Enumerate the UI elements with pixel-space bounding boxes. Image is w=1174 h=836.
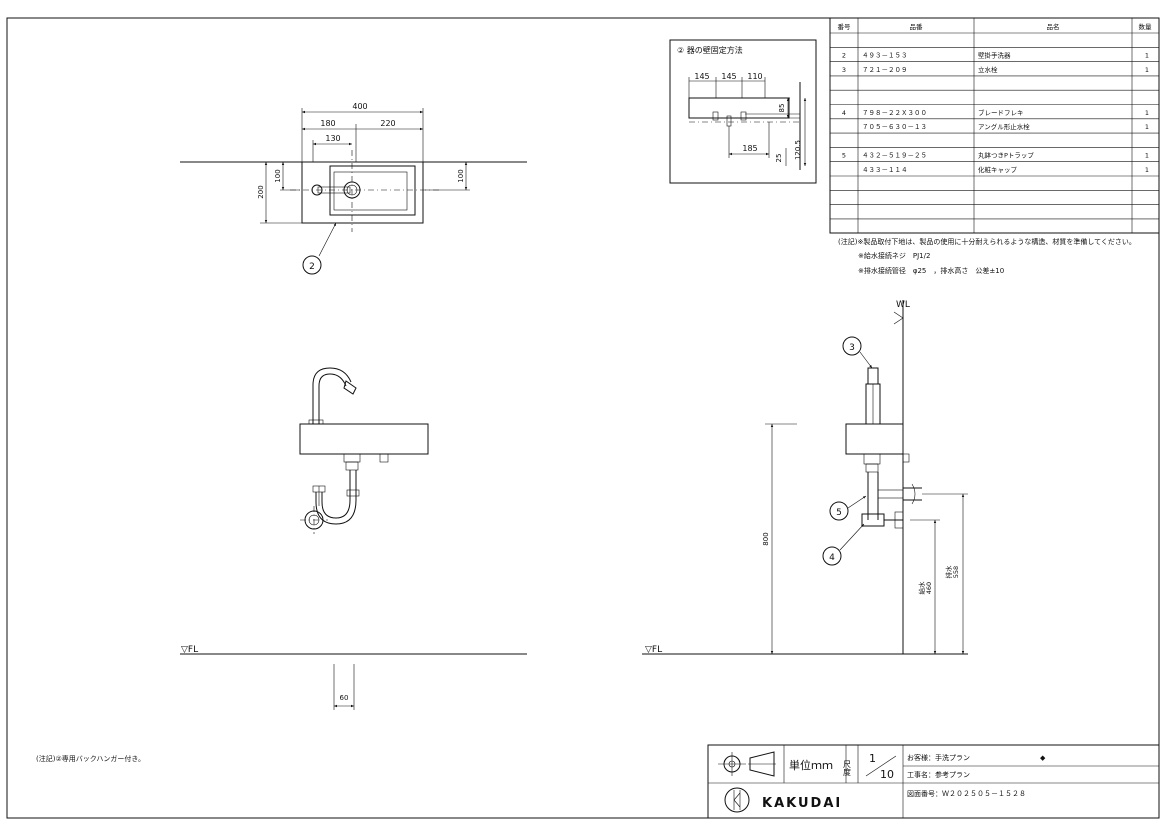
customer-field: お客様：手洗プラン	[907, 753, 970, 762]
side-fl-label: ▽FL	[645, 645, 662, 655]
table-cell-code: ４３３－１１４	[862, 166, 908, 174]
table-cell-name: 壁掛手洗器	[978, 51, 1011, 60]
table-header-name: 品名	[1047, 22, 1060, 31]
inset-dim-145a: 145	[694, 72, 709, 81]
unit-label: 単位ｍｍ	[789, 758, 833, 772]
table-cell-no: 4	[842, 109, 846, 117]
front-fl-label: ▽FL	[181, 645, 198, 655]
kakudai-logo: KAKUDAI	[724, 787, 842, 813]
brand-wordmark: KAKUDAI	[762, 796, 842, 811]
inset-dim-85: 85	[778, 104, 786, 113]
table-cell-qty: 1	[1145, 123, 1149, 131]
table-cell-name: 化粧キャップ	[978, 165, 1018, 174]
side-drain-value: 558	[952, 566, 960, 578]
scale-label: 尺度	[843, 760, 852, 777]
parts-table: 番号 品番 品名 数量 2 ４９３－１５３ 壁掛手洗器 1 3 ７２１－２０９ 立水栓 1 4 ７…	[829, 17, 1160, 234]
note-line-2: ※給水接続ネジ PJ1/2	[858, 251, 930, 260]
inset-dim-145b: 145	[721, 72, 736, 81]
note-bottom-left: (注記)②専用バックハンガー付き。	[36, 754, 145, 763]
table-cell-code: ７２１－２０９	[862, 66, 908, 74]
plan-dim-200: 200	[257, 185, 265, 198]
table-cell-no: 3	[842, 66, 846, 74]
projection-symbol-icon	[718, 751, 776, 777]
inset-dim-25: 25	[775, 154, 783, 163]
balloon-5: 5	[836, 508, 842, 518]
inset-wall-fixing: ② 器の壁固定方法 145 145 110 85 120.5 25 185	[669, 39, 817, 184]
side-view: WL ▽FL 800 給水 460	[642, 300, 968, 655]
table-cell-no: 2	[842, 52, 846, 60]
side-drain-label: 排水	[944, 565, 953, 579]
title-mark: ◆	[1040, 754, 1046, 762]
table-header-qty: 数量	[1139, 22, 1153, 31]
table-cell-code: ４９３－１５３	[862, 52, 908, 60]
table-cell-qty: 1	[1145, 166, 1149, 174]
plan-dim-100-right: 100	[457, 169, 465, 182]
project-field: 工事名：参考プラン	[907, 770, 970, 779]
table-cell-name: アングル形止水栓	[978, 122, 1030, 131]
table-cell-qty: 1	[1145, 66, 1149, 74]
sheet-border	[6, 17, 1160, 819]
plan-dim-100-left: 100	[274, 169, 282, 182]
plan-dim-130: 130	[325, 134, 340, 143]
table-cell-qty: 1	[1145, 152, 1149, 160]
front-view: ▽FL 60	[180, 367, 527, 710]
plan-dim-220: 220	[380, 119, 395, 128]
balloon-3: 3	[849, 343, 855, 353]
table-cell-qty: 1	[1145, 52, 1149, 60]
table-cell-name: 丸鉢つきPトラップ	[978, 151, 1034, 160]
scale-numerator: 1	[869, 752, 876, 765]
table-cell-qty: 1	[1145, 109, 1149, 117]
note-line-1: (注記)※製品取付下地は、製品の使用に十分耐えられるような構造、材質を準備してく…	[838, 237, 1136, 246]
side-wl-label: WL	[896, 300, 910, 310]
side-supply-value: 460	[925, 582, 933, 594]
table-header-no: 番号	[838, 23, 852, 31]
table-cell-code: ７９８－２２Ｘ３００	[862, 109, 927, 117]
side-supply-label: 給水	[917, 581, 926, 595]
inset-dim-110: 110	[747, 72, 762, 81]
table-header-code: 品番	[910, 23, 924, 31]
inset-dim-120-5: 120.5	[794, 140, 802, 160]
note-line-3: ※排水接続管径 φ25 ，排水高さ 公差±10	[858, 266, 1004, 275]
drawing-number: 図面番号：Ｗ２０２５０５－１５２８	[907, 790, 1026, 798]
inset-dim-185: 185	[742, 144, 757, 153]
plan-dim-180: 180	[320, 119, 335, 128]
plan-view: 400 180 220 130 200 100 100 2	[180, 102, 527, 275]
table-cell-no: 5	[842, 152, 846, 160]
scale-denominator: 10	[880, 768, 894, 781]
balloon-2: 2	[309, 262, 315, 272]
plan-dim-400: 400	[352, 102, 367, 111]
inset-title: ② 器の壁固定方法	[677, 45, 743, 55]
table-cell-name: 立水栓	[978, 65, 998, 74]
side-dim-800: 800	[762, 532, 770, 545]
balloon-4: 4	[829, 553, 835, 563]
title-block: 単位ｍｍ 尺度 1 10 お客様：手洗プラン ◆ 工事名：参考プラン 図面番号：…	[707, 744, 1160, 819]
front-dim-60: 60	[340, 694, 349, 702]
table-cell-code: ４３２－５１９－２５	[862, 152, 927, 160]
table-cell-code: ７０５－６３０－１３	[862, 123, 927, 131]
table-cell-name: ブレードフレキ	[978, 108, 1024, 117]
